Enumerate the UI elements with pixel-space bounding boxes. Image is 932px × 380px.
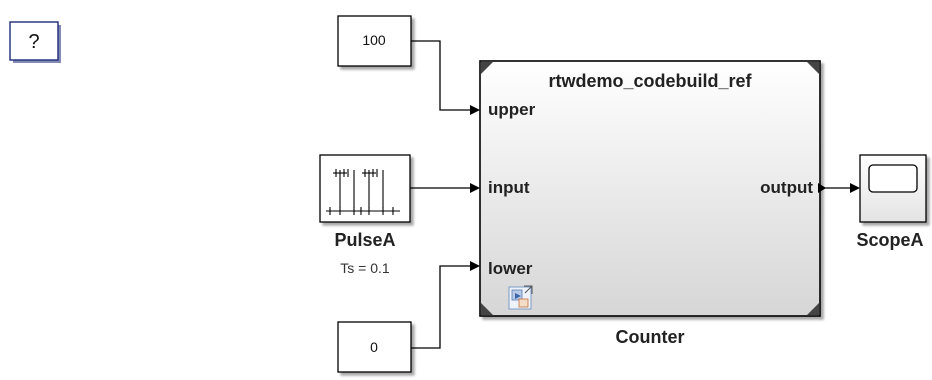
input-port-lower-label: lower (488, 259, 533, 278)
output-port-output-label: output (760, 178, 813, 197)
output-port-marker (818, 183, 826, 193)
signal-line-upper[interactable] (411, 40, 472, 111)
model-reference-icon (508, 285, 533, 310)
model-reference-block[interactable]: rtwdemo_codebuild_ref upper input lower … (479, 60, 821, 347)
signal-line-lower[interactable] (411, 265, 472, 349)
pulse-generator-block[interactable]: PulseA Ts = 0.1 (319, 154, 411, 276)
signal-arrow-upper (470, 105, 480, 115)
model-corner-marks (481, 62, 819, 315)
scope-screen-icon (868, 164, 918, 193)
pulse-train-icon (326, 169, 400, 215)
signal-arrow-lower (470, 261, 480, 271)
constant-upper-value: 100 (362, 32, 386, 48)
help-button[interactable]: ? (9, 21, 61, 63)
scope-block-name: ScopeA (856, 230, 923, 250)
input-port-upper-label: upper (488, 100, 536, 119)
model-block-name: Counter (616, 327, 685, 347)
signal-lines (410, 40, 860, 349)
pulse-sample-time: Ts = 0.1 (340, 260, 390, 276)
model-reference-name: rtwdemo_codebuild_ref (548, 71, 752, 91)
signal-arrow-input (470, 183, 480, 193)
help-button-label: ? (28, 31, 39, 53)
constant-lower-value: 0 (370, 339, 378, 355)
constant-lower-block[interactable]: 0 (337, 321, 412, 373)
constant-upper-block[interactable]: 100 (337, 15, 412, 67)
scope-block[interactable]: ScopeA (856, 154, 927, 250)
pulse-block-name: PulseA (334, 230, 395, 250)
input-port-input-label: input (488, 178, 530, 197)
signal-arrow-output (850, 183, 860, 193)
